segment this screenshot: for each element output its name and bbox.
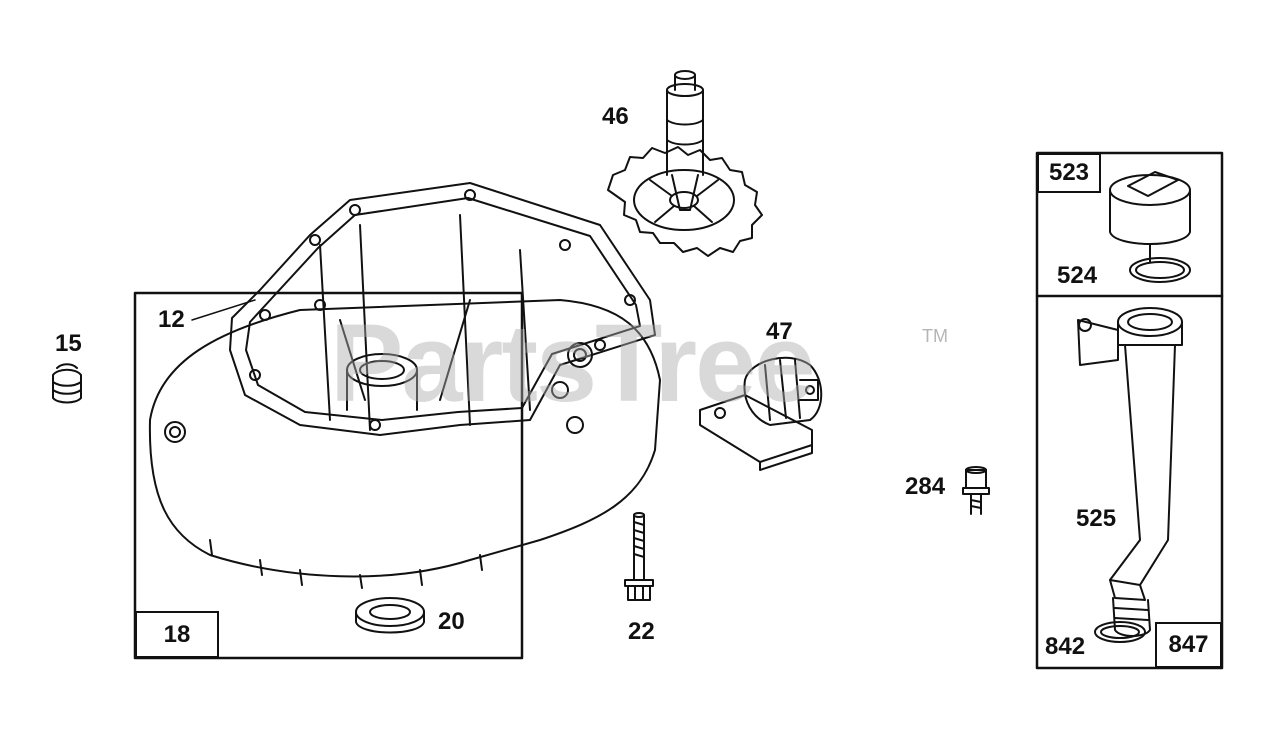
governor-part — [699, 356, 823, 471]
callout-18[interactable]: 18 — [135, 611, 219, 658]
crankcase-sump — [148, 182, 661, 589]
callout-284[interactable]: 284 — [905, 473, 946, 500]
callout-15[interactable]: 15 — [55, 330, 82, 357]
o-ring-lower-part — [1094, 621, 1146, 643]
dipstick-group-box — [1035, 151, 1224, 670]
callout-46[interactable]: 46 — [602, 103, 629, 130]
callout-12[interactable]: 12 — [158, 306, 185, 333]
callout-525[interactable]: 525 — [1076, 505, 1117, 532]
leader-12 — [191, 299, 256, 321]
dipstick-tube-part — [1077, 307, 1183, 637]
callout-842[interactable]: 842 — [1045, 633, 1086, 660]
bolt-part — [624, 512, 654, 601]
plug-part — [52, 363, 82, 404]
callout-20[interactable]: 20 — [438, 608, 465, 635]
callout-524[interactable]: 524 — [1057, 262, 1098, 289]
oil-seal-part — [355, 597, 425, 634]
watermark-text: PartsTree — [330, 302, 815, 425]
watermark-trademark: TM — [922, 326, 948, 346]
callout-22[interactable]: 22 — [628, 618, 655, 645]
callout-847[interactable]: 847 — [1155, 622, 1222, 668]
dipstick-cap-part — [1109, 171, 1191, 263]
crankcase-group-box — [133, 291, 524, 660]
cam-gear-part — [607, 70, 763, 257]
screw-part — [962, 466, 990, 515]
o-ring-upper-part — [1129, 257, 1191, 283]
callout-523[interactable]: 523 — [1037, 153, 1101, 193]
callout-47[interactable]: 47 — [766, 318, 793, 345]
